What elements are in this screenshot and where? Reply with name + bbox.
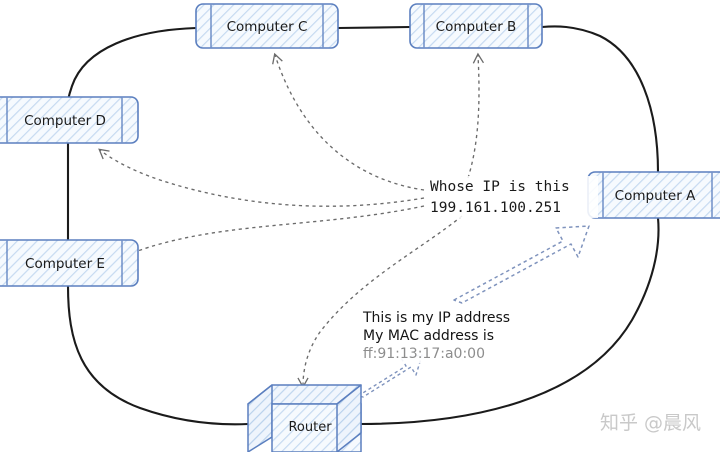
computer-a-label: Computer A — [615, 188, 696, 204]
reply-block-arrow-from-router — [357, 354, 423, 398]
ring-segment-router-a — [358, 216, 660, 426]
network-ring — [64, 25, 660, 426]
node-computer-b[interactable]: Computer B — [409, 3, 543, 49]
ring-segment-e-router — [66, 284, 250, 426]
node-computer-e[interactable]: Computer E — [0, 239, 139, 287]
router-left-face — [247, 384, 273, 452]
computer-b-label: Computer B — [436, 19, 517, 35]
computer-c-label: Computer C — [227, 19, 308, 35]
annotation-my-ip-line2: My MAC address is — [363, 328, 494, 344]
computer-e-body — [0, 239, 139, 287]
annotation-whose-ip-line2: 199.161.100.251 — [430, 200, 561, 216]
node-computer-a[interactable]: Computer A — [587, 171, 720, 219]
computer-b-body — [409, 3, 543, 49]
node-router[interactable]: Router — [247, 384, 362, 452]
computer-c-body — [195, 3, 339, 49]
watermark: 知乎 @晨风 — [600, 412, 701, 434]
node-computer-c[interactable]: Computer C — [195, 3, 339, 49]
annotation-mac-address: ff:91:13:17:a0:00 — [363, 346, 485, 362]
computer-e-label: Computer E — [25, 256, 105, 272]
annotation-my-ip-backdrop — [360, 307, 522, 363]
annotation-whose-ip: Whose IP is this 199.161.100.251 — [428, 176, 598, 218]
node-computer-d[interactable]: Computer D — [0, 96, 139, 144]
arrow-to-computer-d — [98, 148, 425, 207]
arrow-to-computer-c — [272, 52, 425, 191]
computer-d-body — [0, 96, 139, 144]
ring-segment-c-b — [336, 25, 412, 30]
arrow-to-computer-b — [467, 52, 485, 179]
annotation-my-ip-mac: This is my IP address My MAC address is … — [360, 307, 522, 363]
reply-block-arrow-to-computer-a — [453, 225, 590, 304]
annotation-whose-ip-line1: Whose IP is this — [430, 179, 570, 195]
router-label: Router — [288, 420, 332, 435]
arrow-to-computer-e — [103, 205, 425, 270]
annotation-my-ip-line1: This is my IP address — [362, 310, 510, 326]
ring-segment-a-b — [540, 25, 660, 174]
computer-d-label: Computer D — [24, 113, 106, 129]
annotation-whose-ip-backdrop — [428, 176, 598, 218]
router-right-face — [336, 384, 362, 452]
